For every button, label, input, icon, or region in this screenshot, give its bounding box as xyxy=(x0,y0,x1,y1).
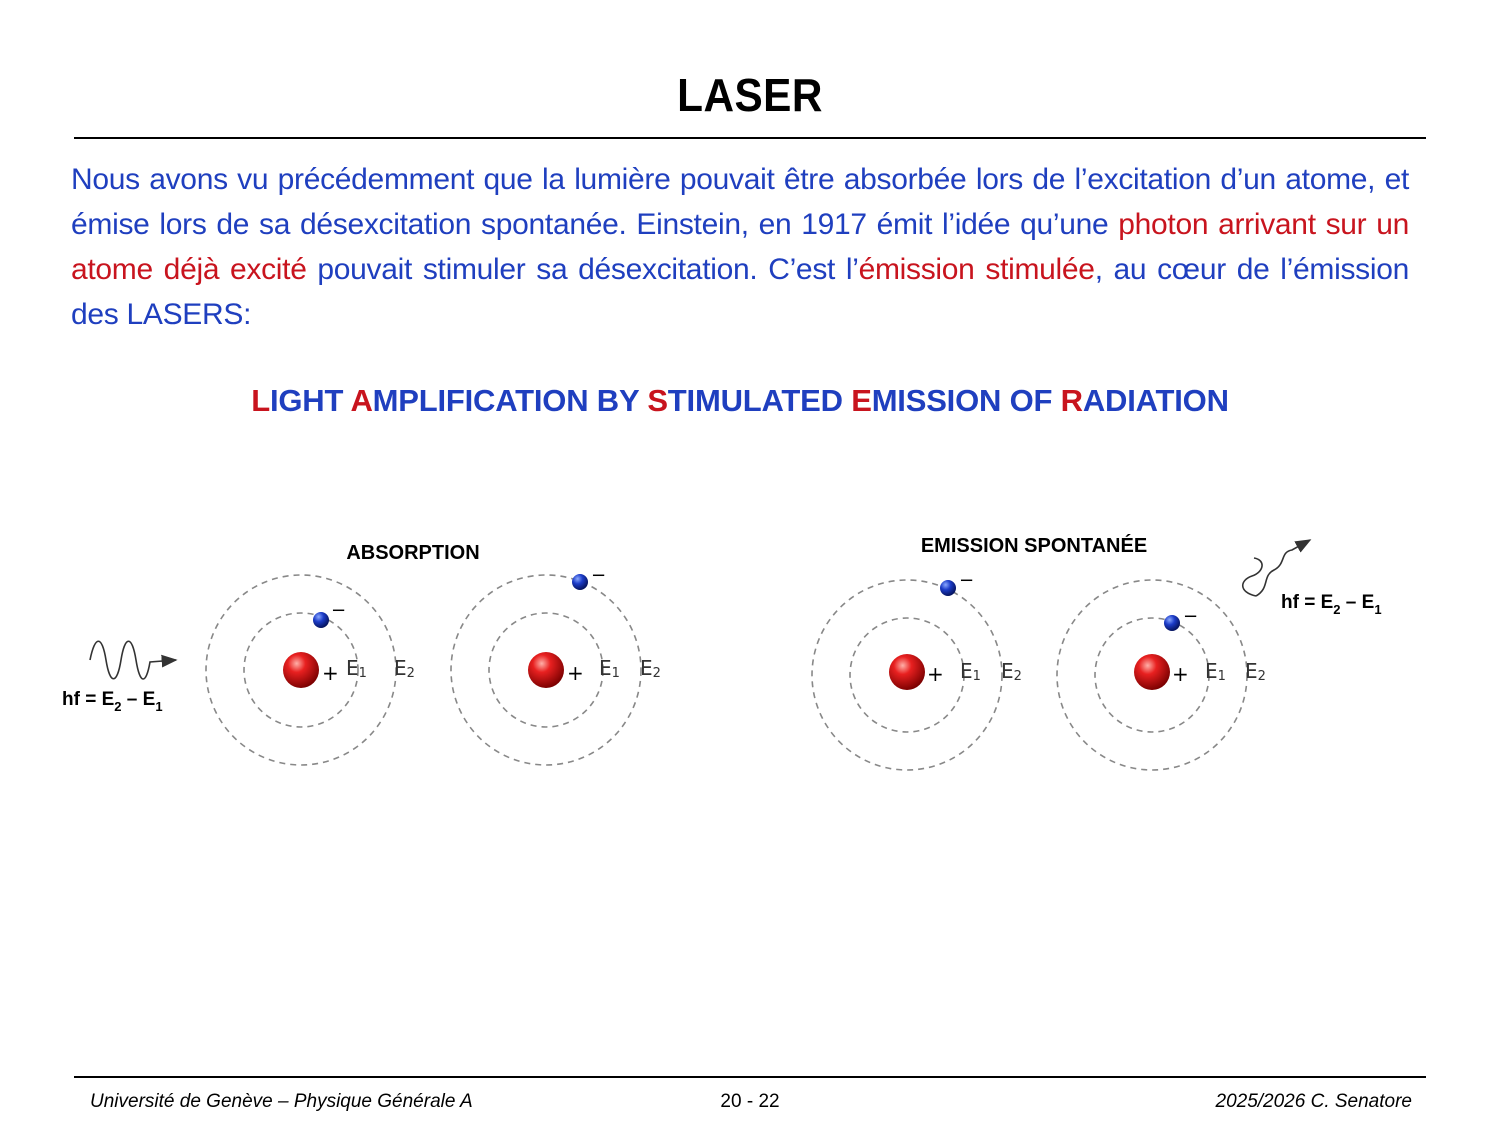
footer-author: 2025/2026 C. Senatore xyxy=(1215,1091,1413,1112)
electron xyxy=(313,612,329,628)
nucleus xyxy=(889,654,925,690)
electron-charge: − xyxy=(1183,606,1198,627)
orbit-e1 xyxy=(243,612,359,728)
acronym-letter: L xyxy=(251,383,270,418)
acronym-letter: A xyxy=(350,383,373,418)
intro-highlight: photon arrivant sur un atome déjà excité xyxy=(71,208,1409,286)
footer-page-number: 20 - 22 xyxy=(720,1091,780,1112)
orbit-e1 xyxy=(849,617,965,733)
intro-text: , au cœur de l’émission des LASERS: xyxy=(71,253,1409,331)
electron xyxy=(940,580,956,596)
intro-highlight: émission stimulée xyxy=(858,253,1095,286)
atom-absorption-before: + − E1 E2 xyxy=(205,574,415,766)
acronym-word-rest: MPLIFICATION BY xyxy=(372,383,648,418)
orbit-e1 xyxy=(1094,617,1210,733)
level-e1-label: E1 xyxy=(346,656,367,681)
atom-absorption-after: + − E1 E2 xyxy=(450,565,661,766)
level-e2-label: E2 xyxy=(640,656,661,681)
intro-text: Nous avons vu précédemment que la lumièr… xyxy=(71,163,1409,241)
orbit-e2 xyxy=(811,579,1003,771)
electron xyxy=(1164,615,1180,631)
acronym-word-rest: IGHT xyxy=(269,383,351,418)
orbit-e2 xyxy=(450,574,642,766)
atom-emission-after: + − E1 E2 xyxy=(1056,579,1266,771)
nucleus xyxy=(1134,654,1170,690)
electron-charge: − xyxy=(591,565,606,586)
nucleus-charge: + xyxy=(567,661,584,685)
level-e2-label: E2 xyxy=(394,656,415,681)
acronym-letter: R xyxy=(1060,383,1083,418)
acronym-letter: S xyxy=(647,383,668,418)
acronym-word-rest: ADIATION xyxy=(1082,383,1229,418)
electron-charge: − xyxy=(959,570,974,591)
atom-transition-diagram: ABSORPTION EMISSION SPONTANÉE hf = E2 – … xyxy=(62,500,1382,771)
nucleus xyxy=(528,652,564,688)
photon-formula-emission: hf = E2 – E1 xyxy=(1281,592,1382,617)
nucleus xyxy=(283,652,319,688)
level-e2-label: E2 xyxy=(1001,659,1022,684)
electron-charge: − xyxy=(331,600,346,621)
acronym-letter: E xyxy=(851,383,872,418)
acronym-word-rest: MISSION OF xyxy=(871,383,1061,418)
level-e1-label: E1 xyxy=(1205,659,1226,684)
intro-text: pouvait stimuler sa désexcitation. C’est… xyxy=(306,253,859,286)
footer-divider xyxy=(74,1076,1426,1078)
orbit-e2 xyxy=(1056,579,1248,771)
title-divider xyxy=(74,137,1426,139)
laser-acronym: LIGHT AMPLIFICATION BY STIMULATED EMISSI… xyxy=(0,383,1480,419)
emission-label: EMISSION SPONTANÉE xyxy=(921,534,1147,557)
electron xyxy=(572,574,588,590)
atom-emission-before: + − E1 E2 xyxy=(811,570,1022,771)
level-e2-label: E2 xyxy=(1245,659,1266,684)
footer-institution: Université de Genève – Physique Générale… xyxy=(90,1091,473,1112)
level-e1-label: E1 xyxy=(960,659,981,684)
slide-title: LASER xyxy=(677,69,823,121)
absorption-label: ABSORPTION xyxy=(346,542,479,564)
nucleus-charge: + xyxy=(927,662,944,686)
orbit-e1 xyxy=(488,612,604,728)
incoming-photon xyxy=(89,640,178,680)
intro-paragraph: Nous avons vu précédemment que la lumièr… xyxy=(71,157,1409,337)
level-e1-label: E1 xyxy=(599,656,620,681)
orbit-e2 xyxy=(205,574,397,766)
nucleus-charge: + xyxy=(1172,662,1189,686)
photon-formula-absorption: hf = E2 – E1 xyxy=(62,689,163,714)
emitted-photon xyxy=(1241,540,1310,597)
nucleus-charge: + xyxy=(322,661,339,685)
acronym-word-rest: TIMULATED xyxy=(667,383,852,418)
